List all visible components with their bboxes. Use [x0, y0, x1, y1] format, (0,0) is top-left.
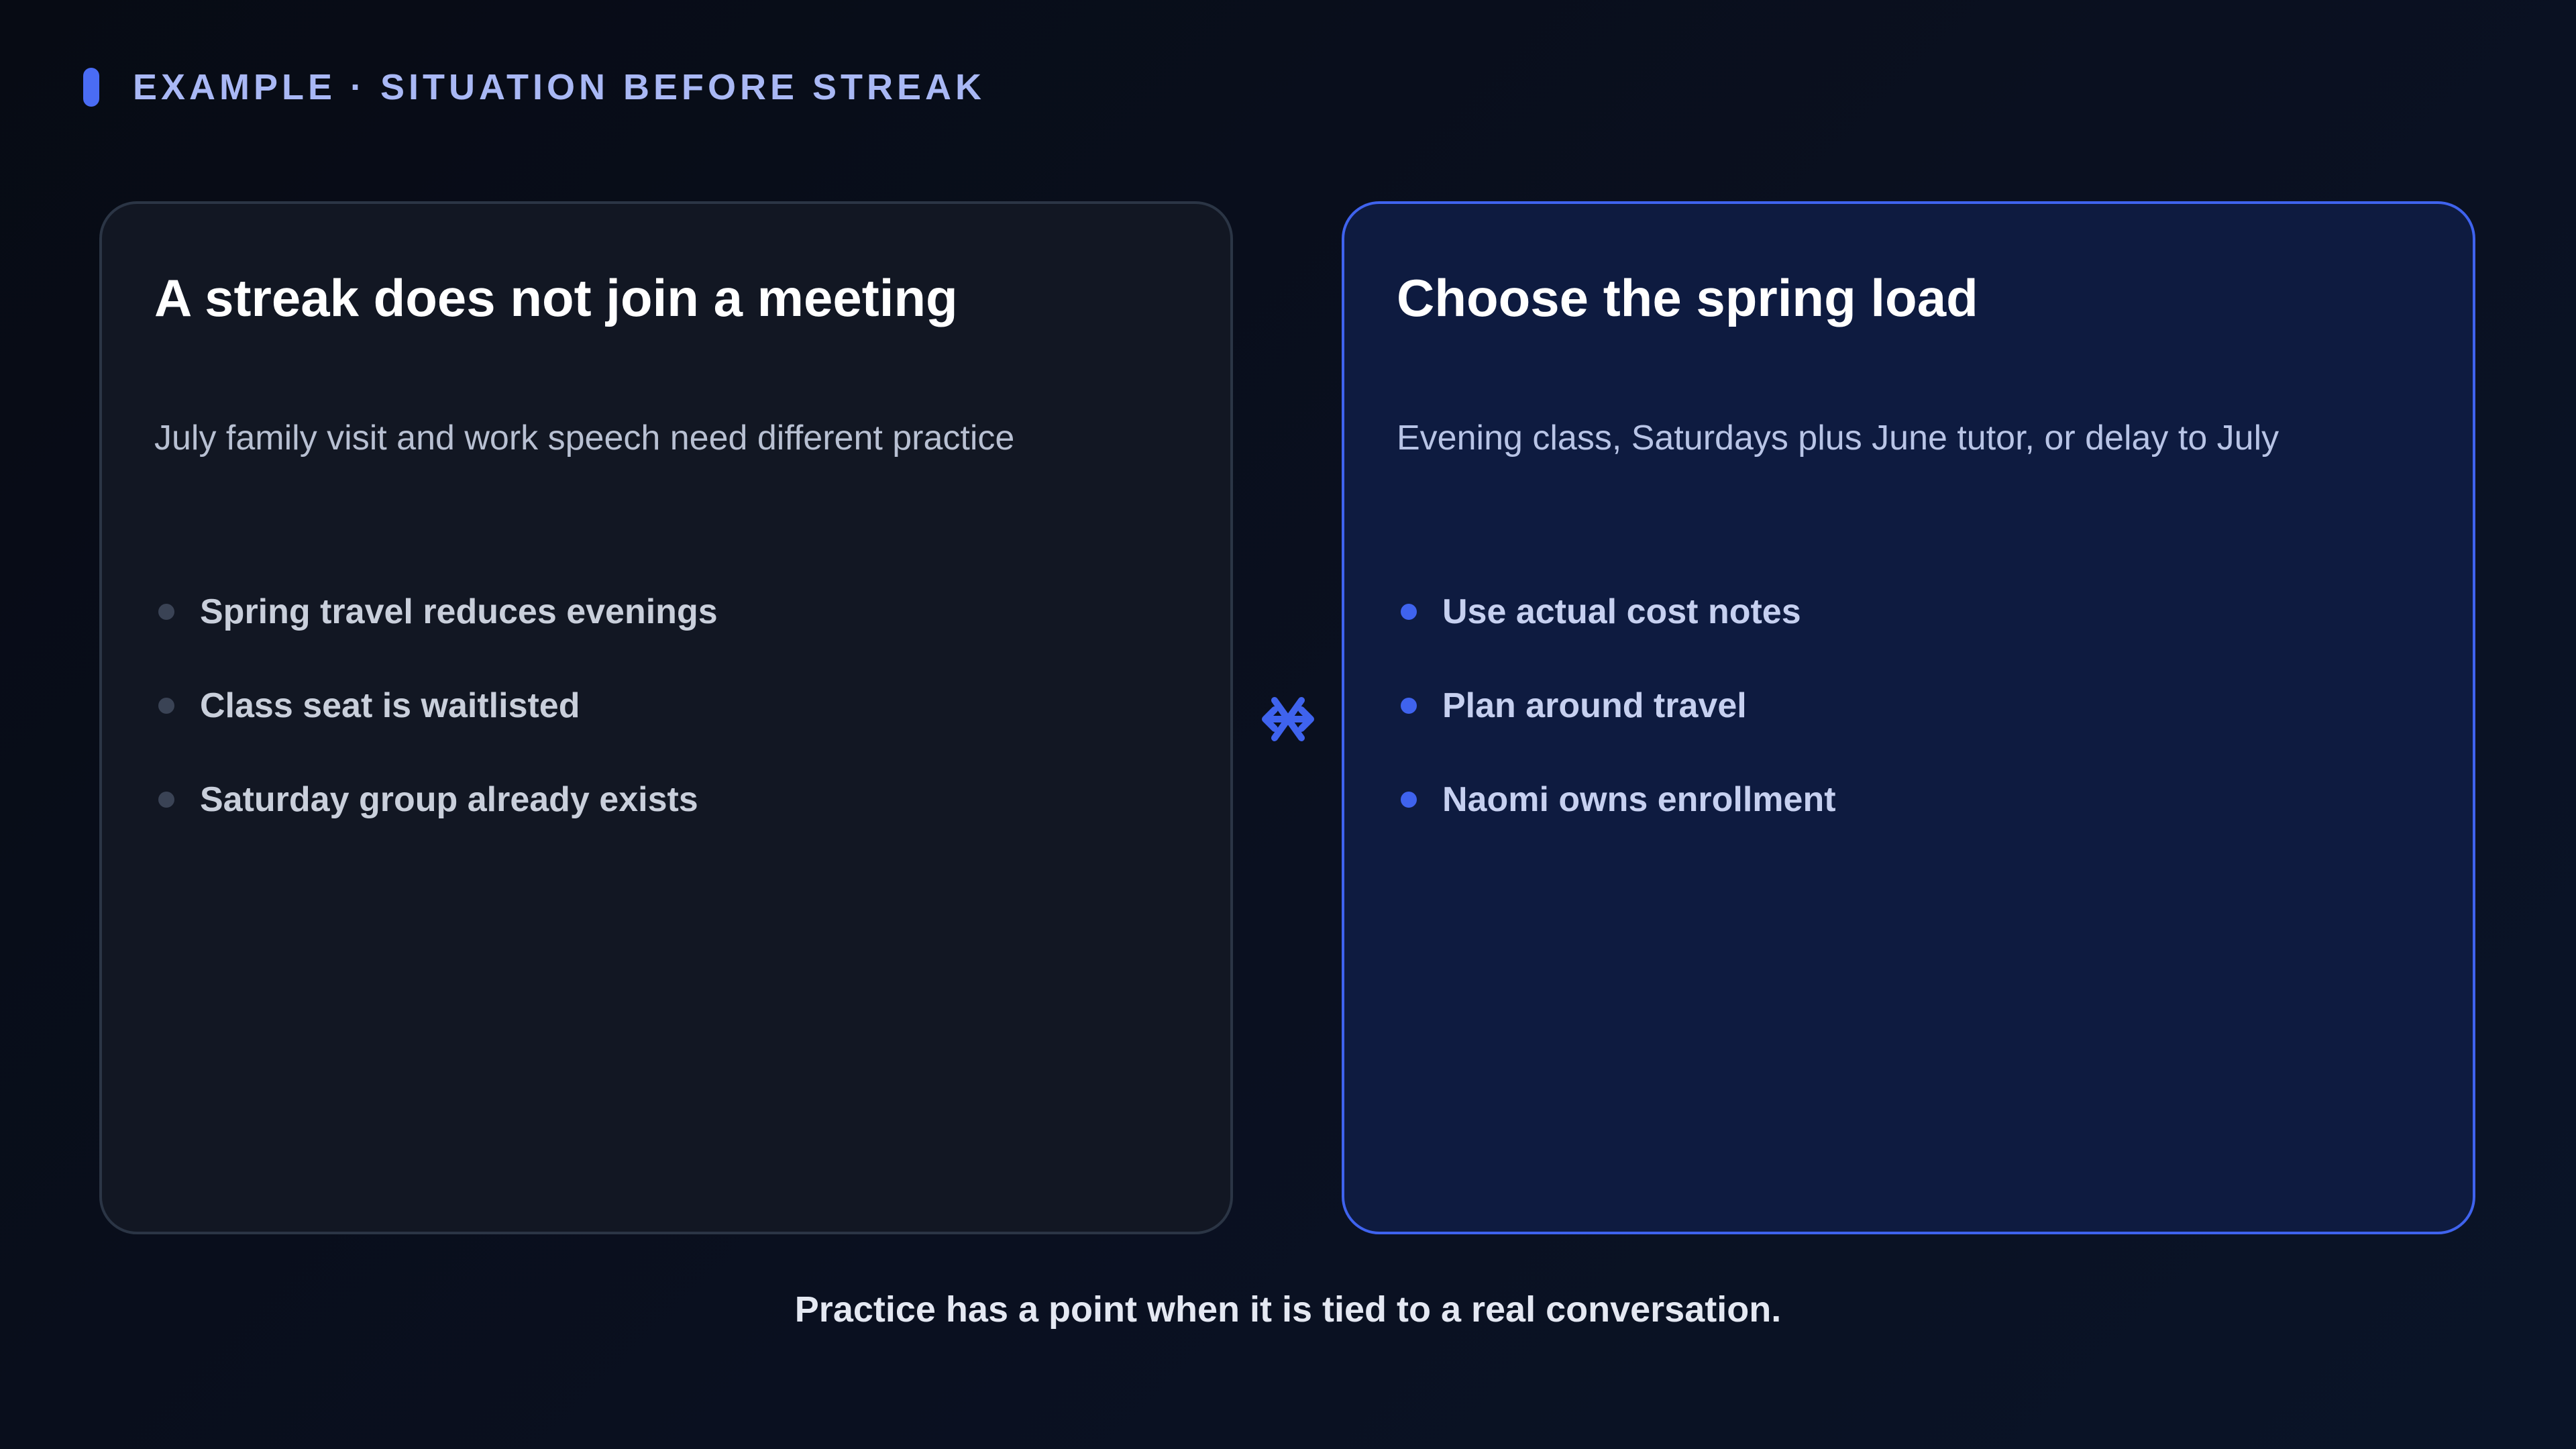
- bullet-dot-icon: [1401, 604, 1417, 620]
- situation-bullet-list: Spring travel reduces evenings Class sea…: [154, 565, 718, 847]
- list-item: Class seat is waitlisted: [154, 659, 718, 753]
- bullet-text: Use actual cost notes: [1442, 592, 1801, 631]
- list-item: Naomi owns enrollment: [1397, 753, 1836, 847]
- list-item: Plan around travel: [1397, 659, 1836, 753]
- accent-bar: [83, 68, 99, 107]
- decision-card: Choose the spring load Evening class, Sa…: [1342, 201, 2475, 1234]
- bullet-text: Plan around travel: [1442, 686, 1747, 725]
- list-item: Spring travel reduces evenings: [154, 565, 718, 659]
- section-header: EXAMPLE · SITUATION BEFORE STREAK: [83, 66, 985, 109]
- bullet-dot-icon: [1401, 792, 1417, 808]
- bullet-text: Saturday group already exists: [200, 780, 698, 819]
- list-item: Use actual cost notes: [1397, 565, 1836, 659]
- list-item: Saturday group already exists: [154, 753, 718, 847]
- situation-card: A streak does not join a meeting July fa…: [99, 201, 1233, 1234]
- decision-card-subtitle: Evening class, Saturdays plus June tutor…: [1397, 419, 2279, 458]
- bullet-dot-icon: [1401, 698, 1417, 714]
- situation-card-subtitle: July family visit and work speech need d…: [154, 419, 1015, 458]
- bullet-text: Class seat is waitlisted: [200, 686, 580, 725]
- bullet-text: Naomi owns enrollment: [1442, 780, 1836, 819]
- bullet-text: Spring travel reduces evenings: [200, 592, 718, 631]
- decision-card-title: Choose the spring load: [1397, 268, 1978, 327]
- swap-arrows-icon: [1262, 697, 1314, 741]
- bullet-dot-icon: [158, 604, 174, 620]
- bullet-dot-icon: [158, 792, 174, 808]
- situation-card-title: A streak does not join a meeting: [154, 268, 958, 327]
- footer-caption: Practice has a point when it is tied to …: [794, 1289, 1782, 1330]
- decision-bullet-list: Use actual cost notes Plan around travel…: [1397, 565, 1836, 847]
- section-label: EXAMPLE · SITUATION BEFORE STREAK: [133, 67, 986, 107]
- bullet-dot-icon: [158, 698, 174, 714]
